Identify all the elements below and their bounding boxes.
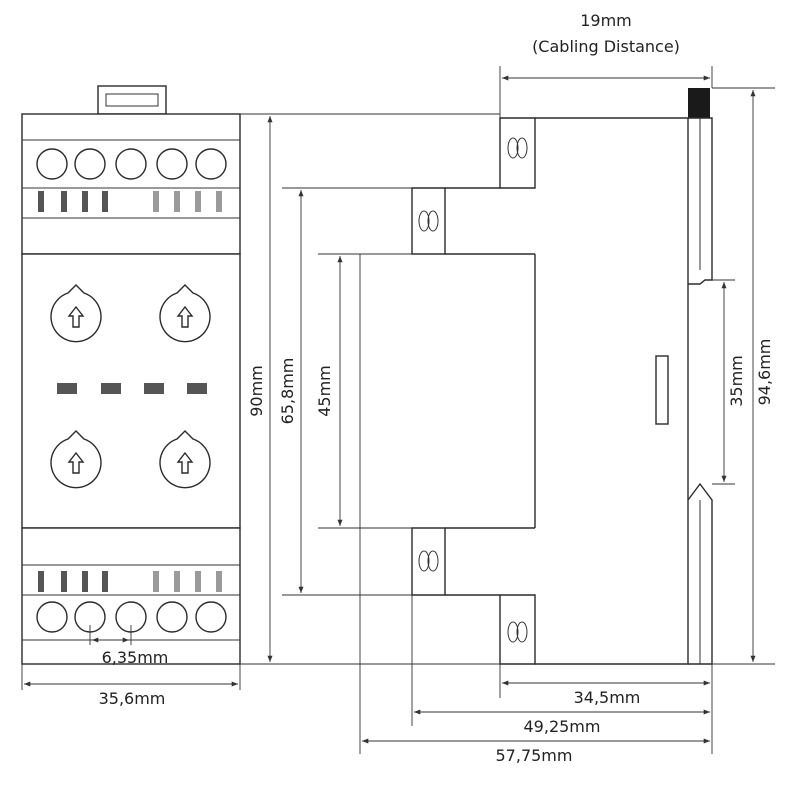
- depth-dimensions: 34,5mm 49,25mm 57,75mm: [359, 528, 713, 765]
- led-mark: [38, 571, 44, 592]
- screw-terminal: [195, 148, 227, 180]
- status-leds: [57, 383, 207, 394]
- status-led: [57, 383, 77, 394]
- status-led: [101, 383, 121, 394]
- led-mark: [82, 571, 88, 592]
- screw-terminal: [74, 148, 106, 180]
- height-45mm-dimension: 45mm: [315, 253, 445, 529]
- height-90-label: 90mm: [247, 365, 266, 417]
- knob-top-right: [159, 284, 211, 343]
- depth-5775-label: 57,75mm: [496, 746, 573, 765]
- side-housing: [535, 117, 689, 665]
- screw-terminal: [115, 148, 147, 180]
- overall-height-dimension: 94,6mm: [712, 87, 775, 665]
- knob-bottom-left: [50, 430, 102, 489]
- led-mark: [38, 191, 44, 212]
- led-mark: [102, 191, 108, 212]
- screw-terminal: [195, 601, 227, 633]
- rail-height-label: 35mm: [727, 355, 746, 407]
- knob-top-left: [50, 284, 102, 343]
- rail-latch-lower: [687, 482, 713, 665]
- cabling-distance-value: 19mm: [580, 11, 632, 30]
- side-screw-heads: [418, 137, 528, 643]
- front-body: [21, 253, 241, 529]
- terminal-pitch-dimension: 6,35mm: [89, 625, 169, 667]
- side-view: [411, 88, 713, 665]
- led-mark: [61, 571, 67, 592]
- depth-345-label: 34,5mm: [574, 688, 641, 707]
- top-screw-terminals: [36, 148, 227, 180]
- led-mark: [216, 191, 222, 212]
- side-slot: [655, 355, 669, 425]
- height-90mm-dimension: 90mm: [240, 113, 500, 665]
- led-mark: [102, 571, 108, 592]
- top-tab-slot: [105, 93, 159, 107]
- top-terminal-block: [21, 113, 241, 255]
- screw-terminal: [36, 601, 68, 633]
- height-658mm-dimension: 65,8mm: [278, 187, 412, 596]
- led-mark: [82, 191, 88, 212]
- cabling-distance-dimension: 19mm (Cabling Distance): [499, 11, 713, 118]
- top-led-strip: [38, 191, 222, 212]
- side-terminal-lower-outer: [499, 594, 536, 665]
- depth-4925-label: 49,25mm: [524, 717, 601, 736]
- led-mark: [153, 571, 159, 592]
- overall-height-label: 94,6mm: [755, 339, 774, 406]
- side-terminal-upper-outer: [499, 117, 536, 189]
- height-658-label: 65,8mm: [278, 358, 297, 425]
- top-tab: [97, 85, 167, 115]
- cabling-distance-caption: (Cabling Distance): [532, 37, 680, 56]
- led-mark: [195, 571, 201, 592]
- front-width-dimension: 35,6mm: [21, 664, 241, 708]
- bottom-screw-terminals: [36, 601, 227, 633]
- rail-height-dimension: 35mm: [712, 279, 746, 485]
- height-45-label: 45mm: [315, 365, 334, 417]
- front-view: 6,35mm 35,6mm: [21, 85, 241, 708]
- led-mark: [216, 571, 222, 592]
- rail-clip: [688, 88, 710, 118]
- front-width-label: 35,6mm: [99, 689, 166, 708]
- led-mark: [174, 191, 180, 212]
- screw-terminal: [36, 148, 68, 180]
- status-led: [144, 383, 164, 394]
- rotary-knobs: [50, 284, 211, 489]
- screw-terminal: [156, 601, 188, 633]
- led-mark: [195, 191, 201, 212]
- knob-bottom-right: [159, 430, 211, 489]
- led-mark: [153, 191, 159, 212]
- status-led: [187, 383, 207, 394]
- rail-latch-upper: [688, 117, 713, 285]
- bottom-led-strip: [38, 571, 222, 592]
- led-mark: [61, 191, 67, 212]
- screw-terminal: [156, 148, 188, 180]
- terminal-pitch-label: 6,35mm: [102, 648, 169, 667]
- led-mark: [174, 571, 180, 592]
